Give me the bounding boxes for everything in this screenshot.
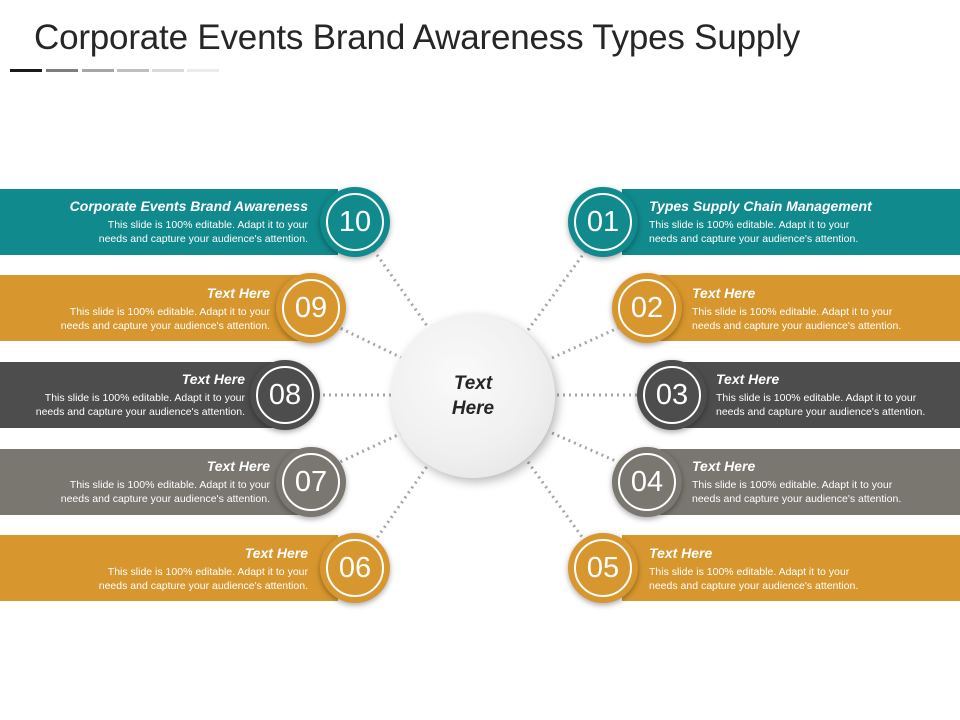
item-description-line: This slide is 100% editable. Adapt it to… [69, 306, 270, 318]
item-description: This slide is 100% editable. Adapt it to… [716, 391, 925, 419]
item-description-line: needs and capture your audience's attent… [692, 320, 902, 332]
item-description: This slide is 100% editable. Adapt it to… [36, 391, 245, 419]
item-heading: Text Here [244, 545, 308, 561]
node-03: 03 [637, 360, 707, 430]
item-08-text: Text Here This slide is 100% editable. A… [36, 370, 245, 419]
item-description: This slide is 100% editable. Adapt it to… [649, 218, 872, 246]
connector-line-07 [339, 431, 403, 464]
node-08: 08 [250, 360, 320, 430]
item-05-text: Text Here This slide is 100% editable. A… [649, 544, 858, 593]
band-01 [622, 189, 960, 255]
item-description-line: needs and capture your audience's attent… [649, 233, 859, 245]
node-number: 01 [574, 193, 632, 251]
item-heading: Text Here [692, 285, 756, 301]
item-heading: Text Here [692, 458, 756, 474]
node-number: 04 [618, 453, 676, 511]
item-06-text: Text Here This slide is 100% editable. A… [99, 544, 308, 593]
center-hub: Text Here [391, 314, 555, 478]
connector-line-09 [339, 326, 403, 360]
title-underline-segment [82, 69, 114, 72]
item-10-text: Corporate Events Brand Awareness This sl… [70, 197, 308, 246]
node-05: 05 [568, 533, 638, 603]
slide-title: Corporate Events Brand Awareness Types S… [34, 18, 800, 57]
item-description-line: needs and capture your audience's attent… [716, 406, 926, 418]
node-06: 06 [320, 533, 390, 603]
title-underline-segment [117, 69, 149, 72]
item-description-line: This slide is 100% editable. Adapt it to… [649, 219, 850, 231]
item-description-line: needs and capture your audience's attent… [692, 493, 902, 505]
band-09 [0, 275, 300, 341]
item-heading: Types Supply Chain Management [649, 198, 872, 214]
item-heading: Corporate Events Brand Awareness [69, 198, 308, 214]
node-number: 07 [282, 453, 340, 511]
item-description-line: This slide is 100% editable. Adapt it to… [716, 392, 917, 404]
connector-line-05 [526, 461, 592, 549]
item-description-line: This slide is 100% editable. Adapt it to… [649, 566, 850, 578]
node-number: 02 [618, 279, 676, 337]
band-05 [622, 535, 960, 601]
item-description-line: This slide is 100% editable. Adapt it to… [107, 219, 308, 231]
band-03 [684, 362, 960, 428]
node-number: 10 [326, 193, 384, 251]
item-04-text: Text Here This slide is 100% editable. A… [692, 457, 901, 506]
item-02-text: Text Here This slide is 100% editable. A… [692, 284, 901, 333]
item-description-line: needs and capture your audience's attent… [60, 320, 270, 332]
item-heading: Text Here [716, 371, 780, 387]
item-03-text: Text Here This slide is 100% editable. A… [716, 370, 925, 419]
node-04: 04 [612, 447, 682, 517]
item-description: This slide is 100% editable. Adapt it to… [99, 565, 308, 593]
node-number: 09 [282, 279, 340, 337]
band-08 [0, 362, 276, 428]
item-heading: Text Here [206, 458, 270, 474]
item-description-line: This slide is 100% editable. Adapt it to… [692, 306, 893, 318]
item-description: This slide is 100% editable. Adapt it to… [61, 478, 270, 506]
title-underline-segment [46, 69, 78, 72]
title-underline-segment [187, 69, 219, 72]
item-description-line: This slide is 100% editable. Adapt it to… [69, 479, 270, 491]
node-number: 03 [643, 366, 701, 424]
band-04 [660, 449, 960, 515]
connector-line-06 [368, 461, 432, 549]
item-heading: Text Here [206, 285, 270, 301]
node-09: 09 [276, 273, 346, 343]
band-07 [0, 449, 300, 515]
band-02 [660, 275, 960, 341]
node-02: 02 [612, 273, 682, 343]
item-09-text: Text Here This slide is 100% editable. A… [61, 284, 270, 333]
connector-line-04 [551, 431, 619, 464]
item-heading: Text Here [181, 371, 245, 387]
node-number: 08 [256, 366, 314, 424]
item-description-line: This slide is 100% editable. Adapt it to… [107, 566, 308, 578]
item-description-line: needs and capture your audience's attent… [60, 493, 270, 505]
item-description-line: needs and capture your audience's attent… [649, 580, 859, 592]
item-07-text: Text Here This slide is 100% editable. A… [61, 457, 270, 506]
node-number: 05 [574, 539, 632, 597]
item-description: This slide is 100% editable. Adapt it to… [70, 218, 308, 246]
item-description-line: needs and capture your audience's attent… [98, 580, 308, 592]
item-01-text: Types Supply Chain Management This slide… [649, 197, 872, 246]
item-description: This slide is 100% editable. Adapt it to… [692, 478, 901, 506]
node-10: 10 [320, 187, 390, 257]
band-06 [0, 535, 338, 601]
item-description: This slide is 100% editable. Adapt it to… [61, 305, 270, 333]
connector-line-02 [551, 326, 619, 360]
item-description-line: This slide is 100% editable. Adapt it to… [692, 479, 893, 491]
connector-line-01 [526, 244, 592, 331]
connector-line-10 [368, 244, 432, 331]
item-description-line: needs and capture your audience's attent… [35, 406, 245, 418]
item-description: This slide is 100% editable. Adapt it to… [692, 305, 901, 333]
item-description: This slide is 100% editable. Adapt it to… [649, 565, 858, 593]
item-description-line: needs and capture your audience's attent… [98, 233, 308, 245]
item-heading: Text Here [649, 545, 713, 561]
node-01: 01 [568, 187, 638, 257]
band-10 [0, 189, 338, 255]
title-underline-segment [10, 69, 42, 72]
node-07: 07 [276, 447, 346, 517]
item-description-line: This slide is 100% editable. Adapt it to… [44, 392, 245, 404]
node-number: 06 [326, 539, 384, 597]
hub-label: Text Here [451, 373, 495, 419]
title-underline-segment [152, 69, 184, 72]
